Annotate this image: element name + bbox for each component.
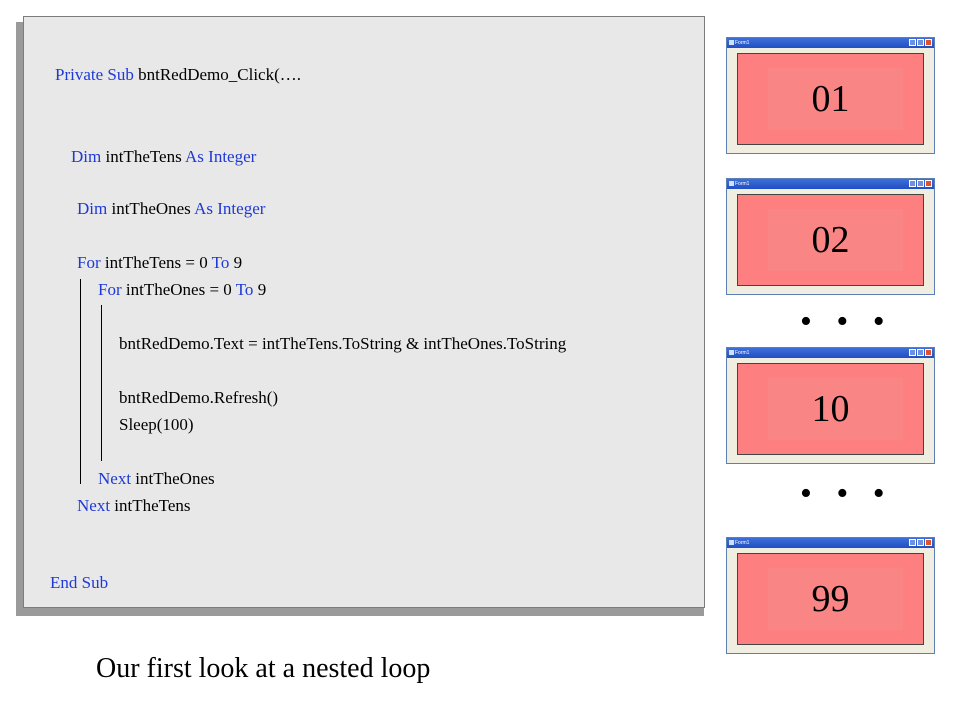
- button-label-background: [768, 209, 903, 271]
- form-app-icon: [729, 181, 734, 186]
- button-label-background: [768, 68, 903, 130]
- form-app-icon: [729, 350, 734, 355]
- outer-loop-guide-line: [80, 279, 81, 484]
- code-keyword: To: [235, 280, 254, 299]
- code-keyword: Dim: [77, 199, 108, 218]
- form-title: Form1: [735, 40, 750, 46]
- code-line-for-ones: For intTheOnes = 0 To 9: [98, 280, 266, 300]
- close-icon[interactable]: [925, 539, 932, 546]
- slide-caption: Our first look at a nested loop: [96, 653, 431, 684]
- form-window-01: Form1 01: [726, 37, 935, 154]
- red-demo-button[interactable]: 01: [737, 53, 924, 145]
- code-text: intTheOnes: [131, 469, 215, 488]
- code-line-refresh: bntRedDemo.Refresh(): [119, 388, 278, 408]
- form-window-10: Form1 10: [726, 347, 935, 464]
- code-text: 9: [253, 280, 267, 299]
- code-line-dim-ones: Dim intTheOnes As Integer: [77, 199, 265, 219]
- form-title: Form1: [735, 181, 750, 187]
- ellipsis-dots-upper: • • •: [800, 303, 893, 340]
- button-counter-value: 01: [811, 78, 850, 120]
- form-titlebar[interactable]: Form1: [727, 538, 934, 548]
- code-line-sleep: Sleep(100): [119, 415, 194, 435]
- red-demo-button[interactable]: 99: [737, 553, 924, 645]
- code-keyword: Next: [77, 496, 111, 515]
- code-text: bntRedDemo_Click(….: [133, 65, 302, 84]
- form-window-99: Form1 99: [726, 537, 935, 654]
- code-text: bntRedDemo.Text = intTheTens.ToString & …: [119, 334, 567, 353]
- code-keyword: To: [211, 253, 230, 272]
- close-icon[interactable]: [925, 39, 932, 46]
- code-text: 9: [229, 253, 243, 272]
- form-app-icon: [729, 540, 734, 545]
- code-line-end-sub: End Sub: [50, 573, 108, 593]
- code-text: intTheTens: [101, 147, 186, 166]
- minimize-icon[interactable]: [909, 39, 916, 46]
- red-demo-button[interactable]: 02: [737, 194, 924, 286]
- maximize-icon[interactable]: [917, 180, 924, 187]
- close-icon[interactable]: [925, 180, 932, 187]
- minimize-icon[interactable]: [909, 349, 916, 356]
- button-label-background: [768, 568, 903, 630]
- code-text: intTheTens = 0: [100, 253, 212, 272]
- maximize-icon[interactable]: [917, 39, 924, 46]
- code-line-next-tens: Next intTheTens: [77, 496, 191, 516]
- form-window-controls: [909, 39, 932, 46]
- close-icon[interactable]: [925, 349, 932, 356]
- button-counter-value: 99: [811, 578, 850, 620]
- code-line-sub-declaration: Private Sub bntRedDemo_Click(….: [55, 65, 301, 85]
- code-keyword: For: [98, 280, 122, 299]
- code-panel: Private Sub bntRedDemo_Click(…. Dim intT…: [23, 16, 705, 608]
- button-label-background: [768, 378, 903, 440]
- form-titlebar[interactable]: Form1: [727, 179, 934, 189]
- form-titlebar[interactable]: Form1: [727, 348, 934, 358]
- code-keyword: Next: [98, 469, 132, 488]
- code-text: Sleep(100): [119, 415, 194, 434]
- code-keyword: End Sub: [50, 573, 109, 592]
- code-keyword: As Integer: [185, 147, 257, 166]
- form-titlebar[interactable]: Form1: [727, 38, 934, 48]
- code-keyword: For: [77, 253, 101, 272]
- maximize-icon[interactable]: [917, 349, 924, 356]
- code-text: intTheOnes: [107, 199, 195, 218]
- form-title: Form1: [735, 350, 750, 356]
- code-line-dim-tens: Dim intTheTens As Integer: [71, 147, 256, 167]
- code-keyword: Private Sub: [55, 65, 134, 84]
- maximize-icon[interactable]: [917, 539, 924, 546]
- minimize-icon[interactable]: [909, 539, 916, 546]
- code-keyword: As Integer: [194, 199, 266, 218]
- form-app-icon: [729, 40, 734, 45]
- code-keyword: Dim: [71, 147, 102, 166]
- code-line-for-tens: For intTheTens = 0 To 9: [77, 253, 242, 273]
- code-text: intTheOnes = 0: [121, 280, 236, 299]
- form-window-controls: [909, 180, 932, 187]
- form-title: Form1: [735, 540, 750, 546]
- minimize-icon[interactable]: [909, 180, 916, 187]
- button-counter-value: 10: [811, 388, 850, 430]
- button-counter-value: 02: [811, 219, 850, 261]
- ellipsis-dots-lower: • • •: [800, 475, 893, 512]
- form-window-controls: [909, 349, 932, 356]
- code-text: intTheTens: [110, 496, 191, 515]
- inner-loop-guide-line: [101, 305, 102, 461]
- code-text: bntRedDemo.Refresh(): [119, 388, 279, 407]
- code-line-next-ones: Next intTheOnes: [98, 469, 215, 489]
- form-window-02: Form1 02: [726, 178, 935, 295]
- red-demo-button[interactable]: 10: [737, 363, 924, 455]
- form-window-controls: [909, 539, 932, 546]
- code-line-set-text: bntRedDemo.Text = intTheTens.ToString & …: [119, 334, 566, 354]
